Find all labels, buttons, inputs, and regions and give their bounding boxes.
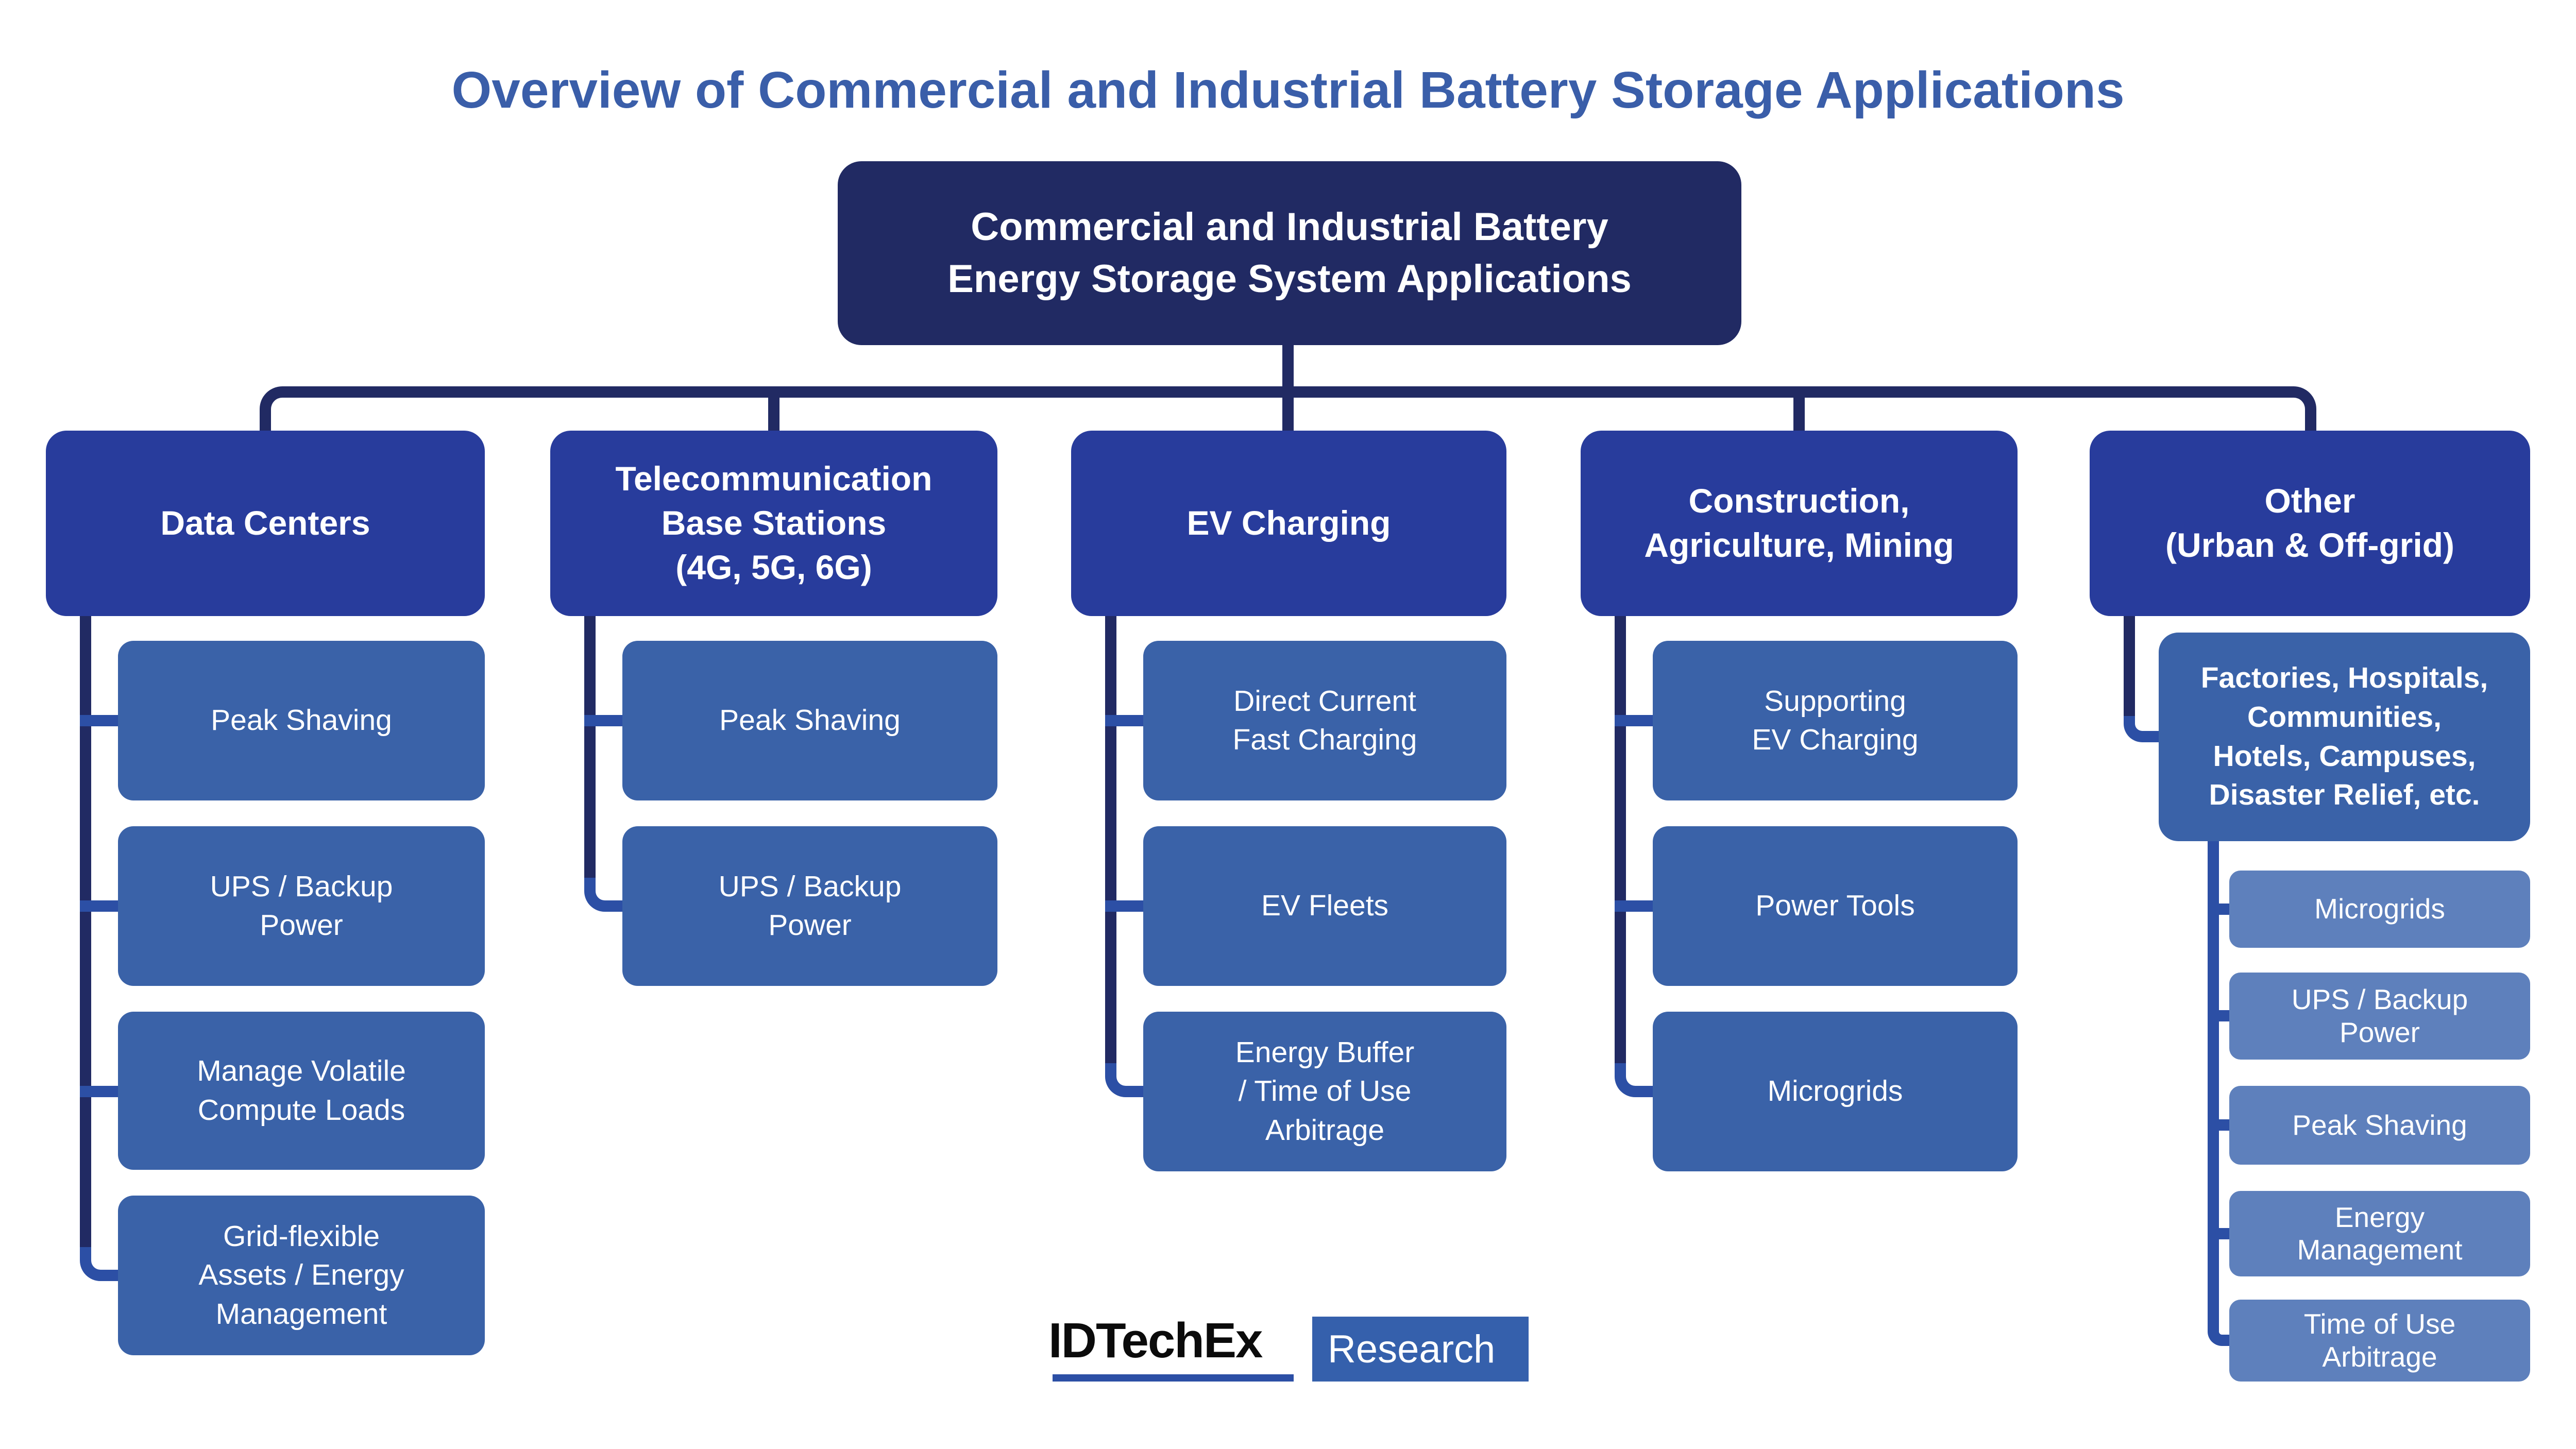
stub-ev-2 (1105, 900, 1143, 912)
stub-co-1 (1615, 715, 1653, 726)
stub-co-2 (1615, 900, 1653, 912)
column-header-telecom-base-stations: Telecommunication Base Stations (4G, 5G,… (550, 431, 997, 616)
connector-corner-left (260, 386, 327, 431)
spine-other (2124, 616, 2135, 719)
stub-other-sub-4 (2208, 1228, 2229, 1239)
column-header-other-urban-offgrid: Other (Urban & Off-grid) (2090, 431, 2530, 616)
elbow-tc-2 (584, 878, 622, 912)
stub-dc-1 (80, 715, 118, 726)
stub-dc-2 (80, 900, 118, 912)
child-dc-grid-flexible-assets: Grid-flexible Assets / Energy Management (118, 1196, 485, 1355)
logo-research-badge: Research (1312, 1317, 1529, 1382)
stub-dc-3 (80, 1086, 118, 1097)
connector-top-bar (309, 386, 2267, 398)
elbow-co-3 (1615, 1063, 1653, 1097)
elbow-ev-3 (1105, 1063, 1143, 1097)
stub-ev-1 (1105, 715, 1143, 726)
spine-ev-charging (1105, 616, 1116, 1069)
stub-other-sub-3 (2208, 1119, 2229, 1131)
column-header-construction-agriculture-mining: Construction, Agriculture, Mining (1581, 431, 2018, 616)
column-header-data-centers: Data Centers (46, 431, 485, 616)
spine-data-centers (80, 616, 91, 1253)
logo-underline-bar (1053, 1374, 1294, 1382)
child-co-power-tools: Power Tools (1653, 826, 2018, 986)
elbow-dc-4 (80, 1247, 118, 1281)
column-header-ev-charging: EV Charging (1071, 431, 1506, 616)
subchild-other-energy-management: Energy Management (2229, 1191, 2530, 1276)
child-dc-manage-volatile-compute-loads: Manage Volatile Compute Loads (118, 1012, 485, 1170)
logo-brand-text: IDTechEx (1048, 1313, 1263, 1368)
connector-drop-construction (1793, 391, 1805, 431)
child-other-factories-hospitals: Factories, Hospitals, Communities, Hotel… (2159, 633, 2530, 841)
elbow-other-factories (2124, 716, 2159, 742)
logo-research-text: Research (1328, 1327, 1496, 1371)
stub-tc-1 (584, 715, 622, 726)
root-node: Commercial and Industrial Battery Energy… (838, 161, 1741, 345)
child-co-supporting-ev-charging: Supporting EV Charging (1653, 641, 2018, 800)
child-ev-dc-fast-charging: Direct Current Fast Charging (1143, 641, 1506, 800)
child-dc-ups-backup-power: UPS / Backup Power (118, 826, 485, 986)
subchild-other-peak-shaving: Peak Shaving (2229, 1086, 2530, 1165)
spine-other-sub (2208, 841, 2219, 1312)
connector-corner-right (2249, 386, 2316, 431)
page-title: Overview of Commercial and Industrial Ba… (451, 61, 2125, 119)
child-ev-energy-buffer-arbitrage: Energy Buffer / Time of Use Arbitrage (1143, 1012, 1506, 1171)
subchild-other-ups-backup-power: UPS / Backup Power (2229, 973, 2530, 1060)
subchild-other-microgrids: Microgrids (2229, 871, 2530, 948)
child-tc-ups-backup-power: UPS / Backup Power (622, 826, 997, 986)
spine-construction (1615, 616, 1626, 1069)
connector-drop-telecom (768, 391, 779, 431)
stub-other-sub-1 (2208, 904, 2229, 915)
child-tc-peak-shaving: Peak Shaving (622, 641, 997, 800)
child-ev-fleets: EV Fleets (1143, 826, 1506, 986)
subchild-other-time-of-use-arbitrage: Time of Use Arbitrage (2229, 1300, 2530, 1382)
child-dc-peak-shaving: Peak Shaving (118, 641, 485, 800)
elbow-other-sub-5 (2208, 1312, 2229, 1346)
stub-other-sub-2 (2208, 1010, 2229, 1021)
spine-telecom (584, 616, 596, 883)
child-co-microgrids: Microgrids (1653, 1012, 2018, 1171)
